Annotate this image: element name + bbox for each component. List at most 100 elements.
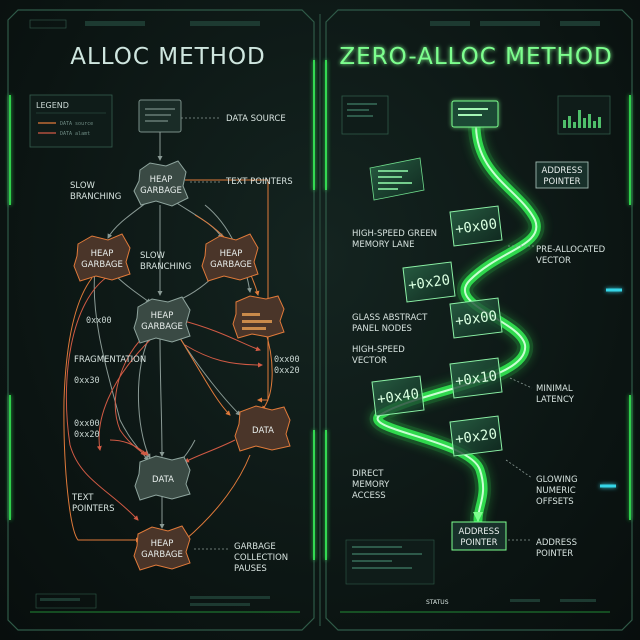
offset-panel-glass: [449, 205, 503, 247]
text-pointers-bottom-line2: POINTERS: [72, 504, 115, 514]
address-label: 0xx30: [74, 376, 100, 386]
node-label: ADDRESS: [459, 527, 500, 537]
offset-panel: +0x40: [371, 375, 425, 417]
offset-panel: +0x20: [449, 415, 503, 457]
slow-branching-left-line1: SLOW: [70, 181, 96, 191]
heap-garbage-left: HEAP GARBAGE: [73, 233, 131, 282]
left-addresses: 0xx00 0xx30 0xx00 0xx20 0xx00 0xx20: [74, 316, 300, 440]
slow-branching-center-line2: BRANCHING: [140, 262, 191, 272]
node-label: DATA: [252, 426, 274, 436]
lane-label-line1: HIGH-SPEED GREEN: [352, 229, 437, 239]
offset-value: +0x20: [407, 272, 451, 294]
pre-allocated-line2: VECTOR: [536, 256, 571, 266]
gc-pauses-line2: COLLECTION: [234, 553, 288, 563]
offset-value: +0x00: [454, 308, 498, 330]
zero-alloc-source-monitor: [451, 100, 499, 128]
heap-garbage-center: HEAP GARBAGE: [133, 296, 191, 344]
right-footer-deco: STATUS: [340, 539, 610, 613]
left-annotations: TEXT POINTERS SLOW BRANCHING SLOW BRANCH…: [70, 177, 293, 574]
offset-value: +0x20: [454, 426, 498, 448]
slow-branching-left-line2: BRANCHING: [70, 192, 121, 202]
data-source-monitor: DATA SOURCE: [138, 99, 286, 133]
deco-node-right: [232, 295, 285, 339]
offset-panel-glass: [449, 415, 503, 457]
address-label: 0xx20: [274, 366, 300, 376]
address-label: 0xx00: [74, 419, 100, 429]
node-label: GARBAGE: [141, 322, 183, 332]
address-label: 0xx20: [74, 430, 100, 440]
node-label: HEAP: [151, 311, 174, 321]
offset-panels: +0x00+0x20+0x00+0x10+0x40+0x20: [371, 205, 503, 457]
node-label: GARBAGE: [140, 186, 182, 196]
frame-accent-glow: [9, 60, 631, 560]
outer-frame: [7, 9, 633, 631]
heap-garbage-bottom: HEAP GARBAGE: [133, 525, 191, 571]
direct-memory-line2: MEMORY: [352, 480, 390, 490]
address-pointer-top: ADDRESS POINTER: [535, 161, 589, 189]
offset-panel-glass: [449, 357, 503, 399]
left-footer-deco: [30, 593, 300, 613]
direct-memory-line3: ACCESS: [352, 491, 386, 501]
offsets-line2: NUMERIC: [536, 486, 576, 496]
heap-garbage-right: HEAP GARBAGE: [201, 233, 259, 282]
offset-panel-glass: [449, 297, 503, 339]
node-label: GARBAGE: [81, 260, 123, 270]
offset-panel: +0x10: [449, 357, 503, 399]
address-label: 0xx00: [274, 355, 300, 365]
node-label: HEAP: [151, 539, 174, 549]
glass-panel-line1: GLASS ABSTRACT: [352, 313, 428, 323]
offset-panel: +0x00: [449, 205, 503, 247]
data-node-right: DATA: [234, 405, 291, 452]
legend-item-label: DATA alamt: [60, 131, 90, 137]
node-label: HEAP: [150, 175, 173, 185]
pre-allocated-line1: PRE-ALLOCATED: [536, 245, 606, 255]
right-panel: ADDRESS POINTER ADDRESS POINTER +0x00+0x…: [340, 95, 622, 613]
data-source-label: DATA SOURCE: [226, 114, 286, 124]
left-title: ALLOC METHOD: [70, 44, 266, 70]
addr-side-line2: POINTER: [536, 549, 573, 559]
hs-vector-line1: HIGH-SPEED: [352, 345, 405, 355]
offset-panel: +0x20: [402, 261, 456, 303]
status-label: STATUS: [426, 599, 449, 606]
left-panel: LEGEND DATA source DATA alamt DATA SOURC…: [29, 94, 300, 613]
latency-line1: MINIMAL: [536, 384, 573, 394]
mini-monitor-left: [341, 95, 389, 135]
glass-panel-line2: PANEL NODES: [352, 324, 412, 334]
node-label: GARBAGE: [210, 260, 252, 270]
text-pointers-bottom-line1: TEXT: [71, 493, 94, 503]
text-pointers-top-label: TEXT POINTERS: [225, 177, 293, 187]
address-label: 0xx00: [86, 316, 112, 326]
offset-panel: +0x00: [449, 297, 503, 339]
offset-value: +0x10: [454, 368, 498, 390]
left-orange-connections: [63, 179, 273, 543]
direct-memory-line1: DIRECT: [352, 469, 384, 479]
header-deco: [29, 19, 600, 29]
glass-data-panel: [369, 157, 425, 201]
latency-line2: LATENCY: [536, 395, 575, 405]
node-label: ADDRESS: [542, 166, 583, 176]
legend-title: LEGEND: [36, 101, 69, 110]
offset-panel-glass: [371, 375, 425, 417]
gc-pauses-line3: PAUSES: [234, 564, 267, 574]
lane-label-line2: MEMORY LANE: [352, 240, 414, 250]
gc-pauses-line1: GARBAGE: [234, 542, 276, 552]
mini-bar-chart: [557, 95, 611, 135]
heap-garbage-top: HEAP GARBAGE: [133, 160, 189, 207]
data-node-bottom: DATA: [134, 455, 191, 501]
offset-panel-glass: [402, 261, 456, 303]
node-label: POINTER: [543, 177, 580, 187]
legend-item-label: DATA source: [60, 121, 93, 127]
offsets-line1: GLOWING: [536, 475, 578, 485]
right-annotations: HIGH-SPEED GREEN MEMORY LANE PRE-ALLOCAT…: [352, 229, 606, 559]
offsets-line3: OFFSETS: [536, 497, 574, 507]
addr-side-line1: ADDRESS: [536, 538, 577, 548]
node-label: DATA: [152, 475, 174, 485]
hs-vector-line2: VECTOR: [352, 356, 387, 366]
node-label: HEAP: [220, 249, 243, 259]
node-label: GARBAGE: [141, 550, 183, 560]
offset-value: +0x40: [376, 386, 420, 408]
node-label: POINTER: [460, 538, 497, 548]
legend: LEGEND DATA source DATA alamt: [29, 94, 113, 148]
